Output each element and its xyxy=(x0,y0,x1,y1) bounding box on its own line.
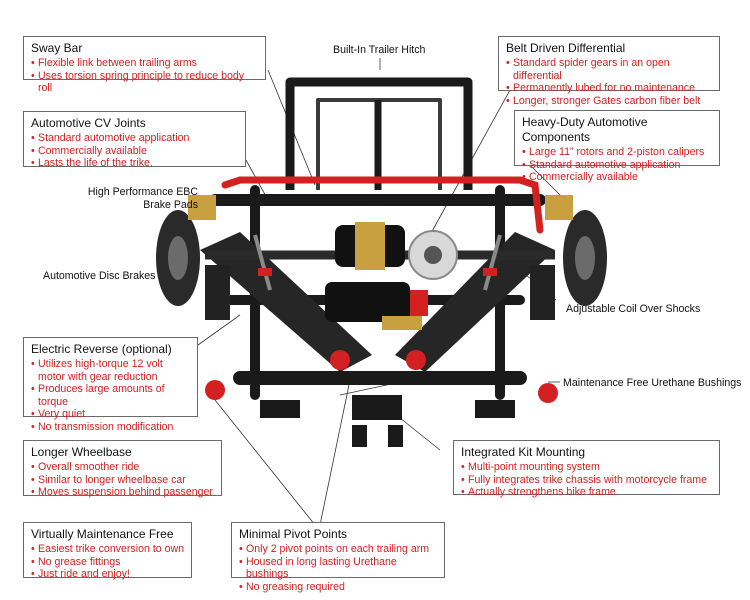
callout-bullet: Standard spider gears in an open differe… xyxy=(506,57,713,82)
callout-bullet: Only 2 pivot points on each trailing arm xyxy=(239,543,438,556)
callout-title: Integrated Kit Mounting xyxy=(461,445,586,459)
callout-bullet: Flexible link between trailing arms xyxy=(31,57,259,70)
callout-bullet: Large 11” rotors and 2-piston calipers xyxy=(522,146,713,159)
callout-bullet: Lasts the life of the trike. xyxy=(31,157,239,170)
callout-longer-wheelbase: Longer Wheelbase Overall smoother ride S… xyxy=(23,440,222,499)
callout-bullet: Multi-point mounting system xyxy=(461,461,713,474)
callout-bullet: No greasing required xyxy=(239,581,438,594)
differential xyxy=(335,222,458,280)
reverse-motor xyxy=(325,282,428,330)
coil-shocks xyxy=(253,234,502,291)
callout-cv-joints: Automotive CV Joints Standard automotive… xyxy=(23,111,246,170)
callout-bullet: No transmission modification xyxy=(31,421,191,434)
callout-bullet: Produces large amounts of torque xyxy=(31,383,191,408)
callout-title: Belt Driven Differential xyxy=(506,41,626,55)
callout-bullet: Standard automotive application xyxy=(31,132,239,145)
trailing-arms xyxy=(200,232,555,372)
callout-belt-differential: Belt Driven Differential Standard spider… xyxy=(498,36,720,107)
callout-sway-bar: Sway Bar Flexible link between trailing … xyxy=(23,36,266,94)
callout-bullet: Commercially available xyxy=(31,145,239,158)
callout-bullet: Standard automotive application xyxy=(522,159,713,172)
callout-integrated-mounting: Integrated Kit Mounting Multi-point moun… xyxy=(453,440,720,498)
callout-bullet: Similar to longer wheelbase car xyxy=(31,474,215,487)
right-brake-assembly xyxy=(530,195,607,320)
label-coil-shocks: Adjustable Coil Over Shocks xyxy=(566,303,701,315)
callout-bullet: Commercially available xyxy=(522,171,713,184)
callout-bullet: Longer, stronger Gates carbon fiber belt xyxy=(506,95,713,108)
callout-bullet: Fully integrates trike chassis with moto… xyxy=(461,474,713,487)
callout-bullet: Uses torsion spring principle to reduce … xyxy=(31,70,259,95)
callout-maintenance-free: Virtually Maintenance Free Easiest trike… xyxy=(23,522,192,581)
callout-title: Virtually Maintenance Free xyxy=(31,527,174,541)
callout-title: Minimal Pivot Points xyxy=(239,527,348,541)
callout-title: Longer Wheelbase xyxy=(31,445,132,459)
trailer-hitch xyxy=(285,77,473,190)
callout-title: Electric Reverse (optional) xyxy=(31,342,172,356)
callout-bullet: Moves suspension behind passenger xyxy=(31,486,215,499)
callout-bullet: Just ride and enjoy! xyxy=(31,568,185,581)
sway-bar xyxy=(221,176,544,234)
callout-bullet: Overall smoother ride xyxy=(31,461,215,474)
callout-bullet: Actually strengthens bike frame xyxy=(461,486,713,499)
callout-heavy-duty: Heavy-Duty Automotive Components Large 1… xyxy=(514,110,720,183)
left-brake-assembly xyxy=(156,195,230,320)
callout-pivot-points: Minimal Pivot Points Only 2 pivot points… xyxy=(231,522,445,593)
callout-title: Heavy-Duty Automotive Components xyxy=(522,115,648,144)
callout-electric-reverse: Electric Reverse (optional) Utilizes hig… xyxy=(23,337,198,433)
callout-bullet: Permanently lubed for no maintenance xyxy=(506,82,713,95)
label-urethane-bushings: Maintenance Free Urethane Bushings xyxy=(563,377,742,389)
callout-bullet: Housed in long lasting Urethane bushings xyxy=(239,556,438,581)
mounting-plates xyxy=(260,395,515,447)
callout-title: Automotive CV Joints xyxy=(31,116,146,130)
label-disc-brakes: Automotive Disc Brakes xyxy=(43,270,156,282)
callout-bullet: Very quiet xyxy=(31,408,191,421)
callout-bullet: No grease fittings xyxy=(31,556,185,569)
callout-bullet: Easiest trike conversion to own xyxy=(31,543,185,556)
label-trailer-hitch: Built-In Trailer Hitch xyxy=(333,44,426,56)
callout-title: Sway Bar xyxy=(31,41,83,55)
label-brake-pads: High Performance EBC Brake Pads xyxy=(87,186,198,211)
urethane-bushings xyxy=(205,350,558,403)
callout-bullet: Utilizes high-torque 12 volt motor with … xyxy=(31,358,191,383)
